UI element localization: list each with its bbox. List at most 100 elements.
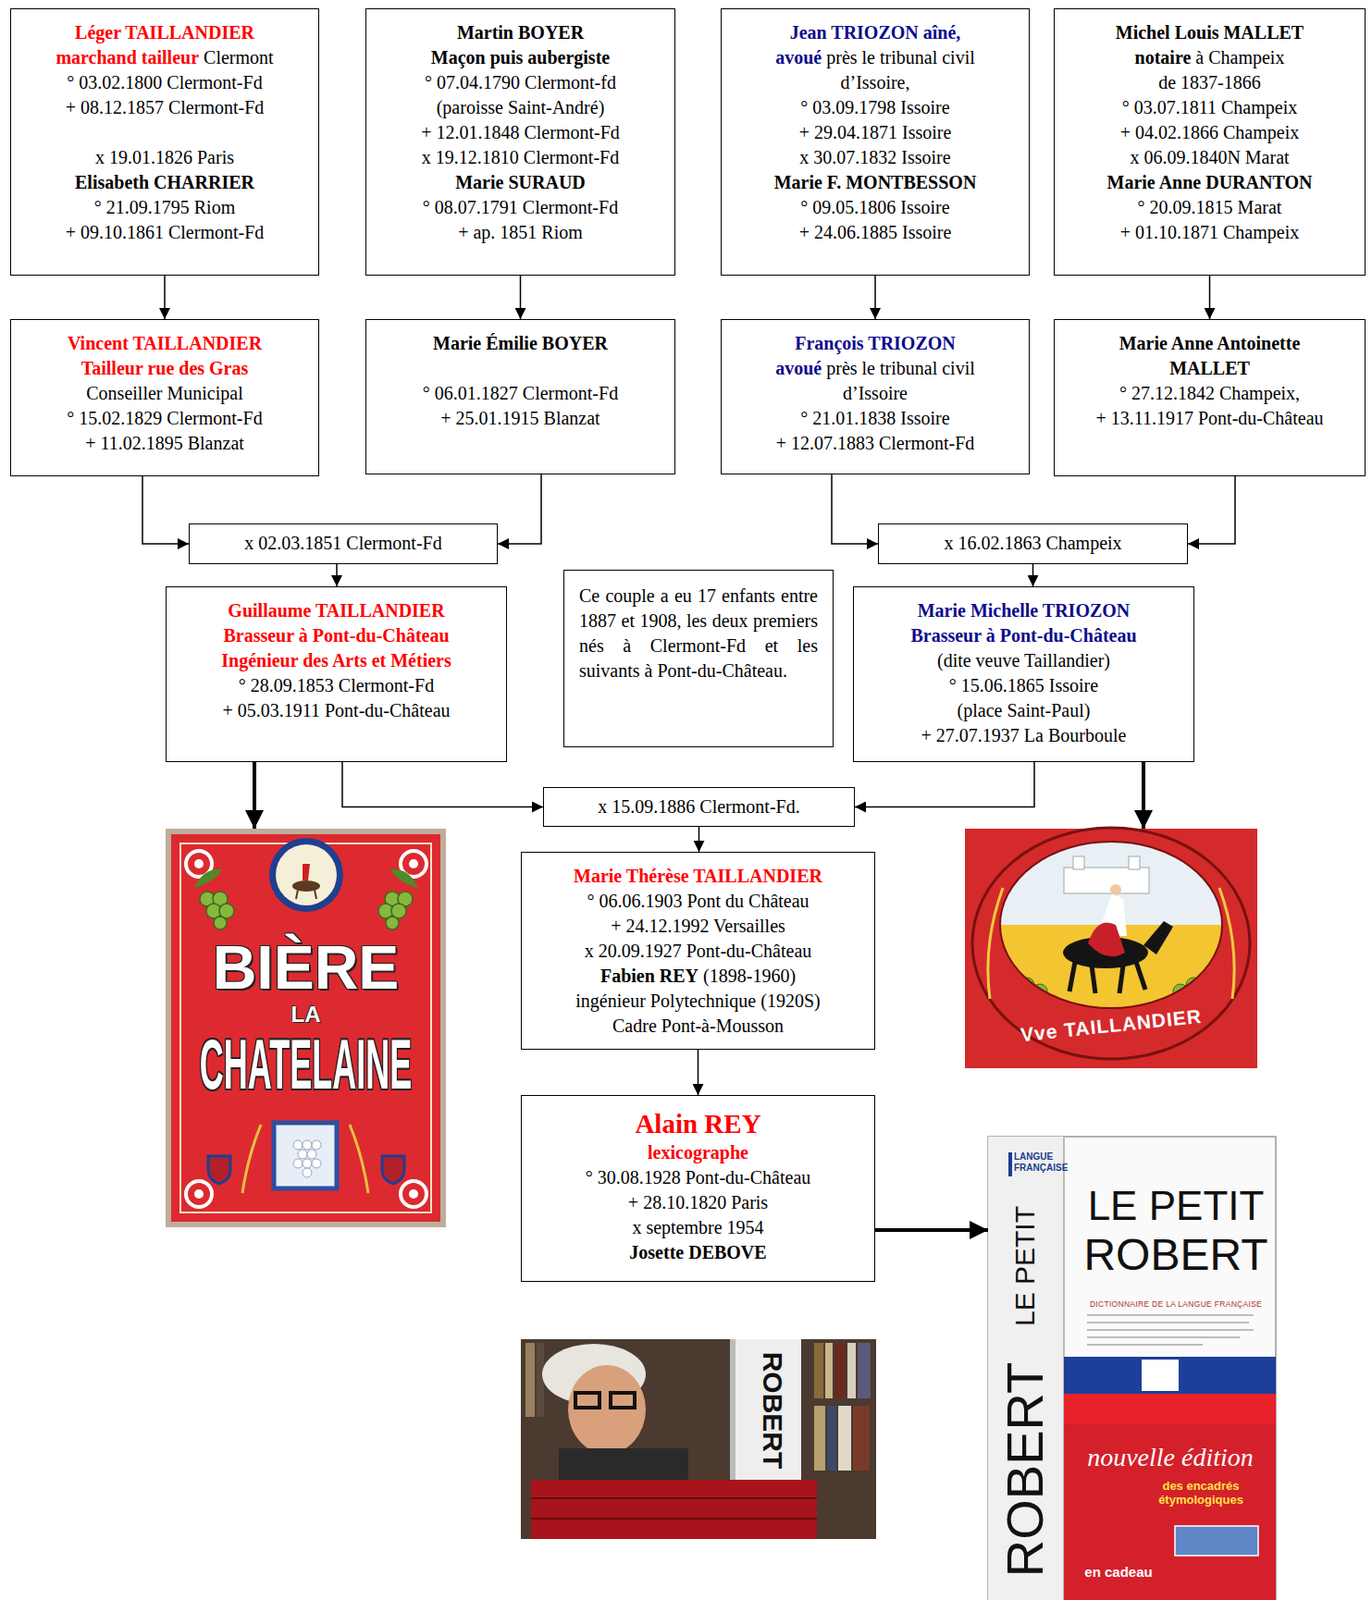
person-box: Michel Louis MALLETnotaireà Champeixde 1… — [1053, 8, 1366, 276]
node-text: + 08.12.1857 Clermont-Fd — [65, 97, 265, 118]
connector — [1209, 275, 1212, 320]
text-line: lexicographe — [529, 1140, 867, 1166]
text-line: Marie F. MONTBESSON — [729, 170, 1022, 196]
node-text: Clermont — [203, 47, 274, 68]
text-line: x 02.03.1851 Clermont-Fd — [197, 531, 490, 557]
text-line: Marie Thérèse TAILLANDIER — [529, 864, 867, 890]
text-line: Tailleur rue des Gras — [18, 356, 311, 382]
text-line: Brasseur à Pont-du-Château — [173, 623, 499, 649]
person-box: Marie Anne Antoinette MALLET° 27.12.1842… — [1053, 319, 1366, 477]
node-text: Marie Michelle TRIOZON — [917, 600, 1131, 621]
text-line: x 15.09.1886 Clermont-Fd. — [551, 794, 847, 820]
text-line: Alain REY — [529, 1107, 867, 1141]
node-text: Brasseur à Pont-du-Château — [222, 625, 449, 646]
text-line: ° 08.07.1791 Clermont-Fd — [373, 195, 668, 221]
text-line: Léger TAILLANDIER — [18, 20, 311, 46]
text-holder: des encadrés étymologiques — [1136, 1479, 1266, 1508]
marriage-box: x 02.03.1851 Clermont-Fd — [188, 523, 498, 565]
node-text: + 04.02.1866 Champeix — [1120, 122, 1300, 143]
node-text: ° 03.02.1800 Clermont-Fd — [66, 72, 262, 93]
text-line: + 13.11.1917 Pont-du-Château — [1091, 406, 1328, 432]
picture-text: ROBERT — [753, 1341, 792, 1481]
node-text: ° 15.06.1865 Issoire — [949, 675, 1099, 696]
person-box: Guillaume TAILLANDIERBrasseur à Pont-du-… — [165, 586, 507, 763]
node-text: ingénieur Polytechnique (1920S) — [575, 990, 820, 1012]
connector — [252, 762, 257, 829]
text-line: + 27.07.1937 La Bourboule — [861, 723, 1187, 749]
text-line: + 11.02.1895 Blanzat — [18, 431, 311, 457]
text-line — [18, 120, 311, 146]
connector — [142, 476, 189, 544]
connector — [1032, 564, 1035, 587]
node-text: ° 03.07.1811 Champeix — [1122, 97, 1298, 118]
text-line: + 08.12.1857 Clermont-Fd — [18, 95, 311, 121]
text-line: ° 28.09.1853 Clermont-Fd — [173, 673, 499, 699]
picture-text: LANGUE FRANÇAISE — [1013, 1151, 1074, 1175]
node-text: (dite veuve Taillandier) — [937, 650, 1111, 671]
node-text: Alain REY — [634, 1109, 761, 1139]
node-text: x 06.09.1840N Marat — [1129, 147, 1289, 168]
node-text: + 24.12.1992 Versailles — [610, 915, 786, 937]
node-text: François TRIOZON — [794, 333, 956, 354]
node-text: Jean TRIOZON aîné, — [790, 22, 962, 43]
node-text: x septembre 1954 — [631, 1217, 764, 1238]
node-text: + ap. 1851 Riom — [457, 222, 583, 243]
node-text: Martin BOYER — [457, 22, 584, 43]
picture-text: LE PETIT — [1006, 1197, 1044, 1336]
text-line: Michel Louis MALLET — [1062, 20, 1358, 46]
node-text: ° 28.09.1853 Clermont-Fd — [238, 675, 434, 696]
node-text: + 25.01.1915 Blanzat — [440, 407, 600, 429]
connector — [874, 275, 877, 320]
node-text: + 28.10.1820 Paris — [628, 1192, 768, 1213]
picture-text: LA — [165, 1002, 446, 1027]
connector — [342, 762, 544, 808]
text-line: ° 30.08.1928 Pont-du-Château — [529, 1165, 867, 1191]
text-line: (paroisse Saint-André) — [373, 95, 668, 121]
node-text: Marie Thérèse TAILLANDIER — [573, 865, 823, 887]
node-text: Tailleur rue des Gras — [81, 358, 249, 379]
text-holder: LANGUE FRANÇAISE — [1013, 1151, 1074, 1175]
text-line: x 16.02.1863 Champeix — [886, 531, 1180, 557]
text-line: ° 21.01.1838 Issoire — [729, 406, 1022, 432]
text-line: Brasseur à Pont-du-Château — [861, 623, 1187, 649]
node-text: lexicographe — [647, 1142, 749, 1163]
node-text: ° 06.01.1827 Clermont-Fd — [422, 383, 619, 404]
person-box: Martin BOYERMaçon puis aubergiste° 07.04… — [365, 8, 676, 276]
node-text: Ingénieur des Arts et Métiers — [221, 650, 451, 671]
picture-text: LE PETIT — [1078, 1183, 1274, 1230]
node-text: Vincent TAILLANDIER — [67, 333, 262, 354]
text-holder: ROBERT — [1078, 1229, 1274, 1282]
picture-text: en cadeau — [1067, 1564, 1170, 1582]
text-line: ° 20.09.1815 Marat — [1062, 195, 1358, 221]
text-holder: BIÈRE — [165, 932, 446, 1003]
node-text: Marie SURAUD — [455, 172, 586, 193]
node-text: ° 03.09.1798 Issoire — [800, 97, 950, 118]
text-line: ° 06.06.1903 Pont du Château — [529, 889, 867, 915]
text-line: ° 21.09.1795 Riom — [18, 195, 311, 221]
connector — [163, 275, 166, 320]
marriage-box: x 16.02.1863 Champeix — [877, 523, 1188, 565]
node-text: Josette DEBOVE — [629, 1242, 767, 1263]
text-line: x 19.01.1826 Paris — [18, 145, 311, 171]
text-line: ingénieur Polytechnique (1920S) — [529, 988, 867, 1014]
text-line: ° 15.02.1829 Clermont-Fd — [18, 406, 311, 432]
text-line: notaireà Champeix — [1062, 45, 1358, 71]
node-text: notaire — [1135, 47, 1192, 68]
node-text: à Champeix — [1195, 47, 1285, 68]
text-line: Martin BOYER — [373, 20, 668, 46]
node-text: + 27.07.1937 La Bourboule — [921, 725, 1127, 746]
node-text: Marie Anne DURANTON — [1107, 172, 1313, 193]
text-line: de 1837-1866 — [1062, 70, 1358, 96]
picture-text: ROBERT — [995, 1349, 1055, 1591]
text-line: + 01.10.1871 Champeix — [1062, 220, 1358, 246]
brewery-logo: Vve TAILLANDIER — [964, 828, 1258, 1069]
node-text: + 29.04.1871 Issoire — [799, 122, 952, 143]
node-text: Brasseur à Pont-du-Château — [910, 625, 1137, 646]
node-text: + 12.07.1883 Clermont-Fd — [776, 432, 976, 454]
text-line: marchand tailleurClermont — [18, 45, 311, 71]
node-text: x 19.12.1810 Clermont-Fd — [421, 147, 619, 168]
text-line: x 06.09.1840N Marat — [1062, 145, 1358, 171]
node-text: + 05.03.1911 Pont-du-Château — [222, 700, 450, 721]
text-holder: CHATELAINE — [165, 1047, 446, 1085]
text-line: x 20.09.1927 Pont-du-Château — [529, 939, 867, 965]
